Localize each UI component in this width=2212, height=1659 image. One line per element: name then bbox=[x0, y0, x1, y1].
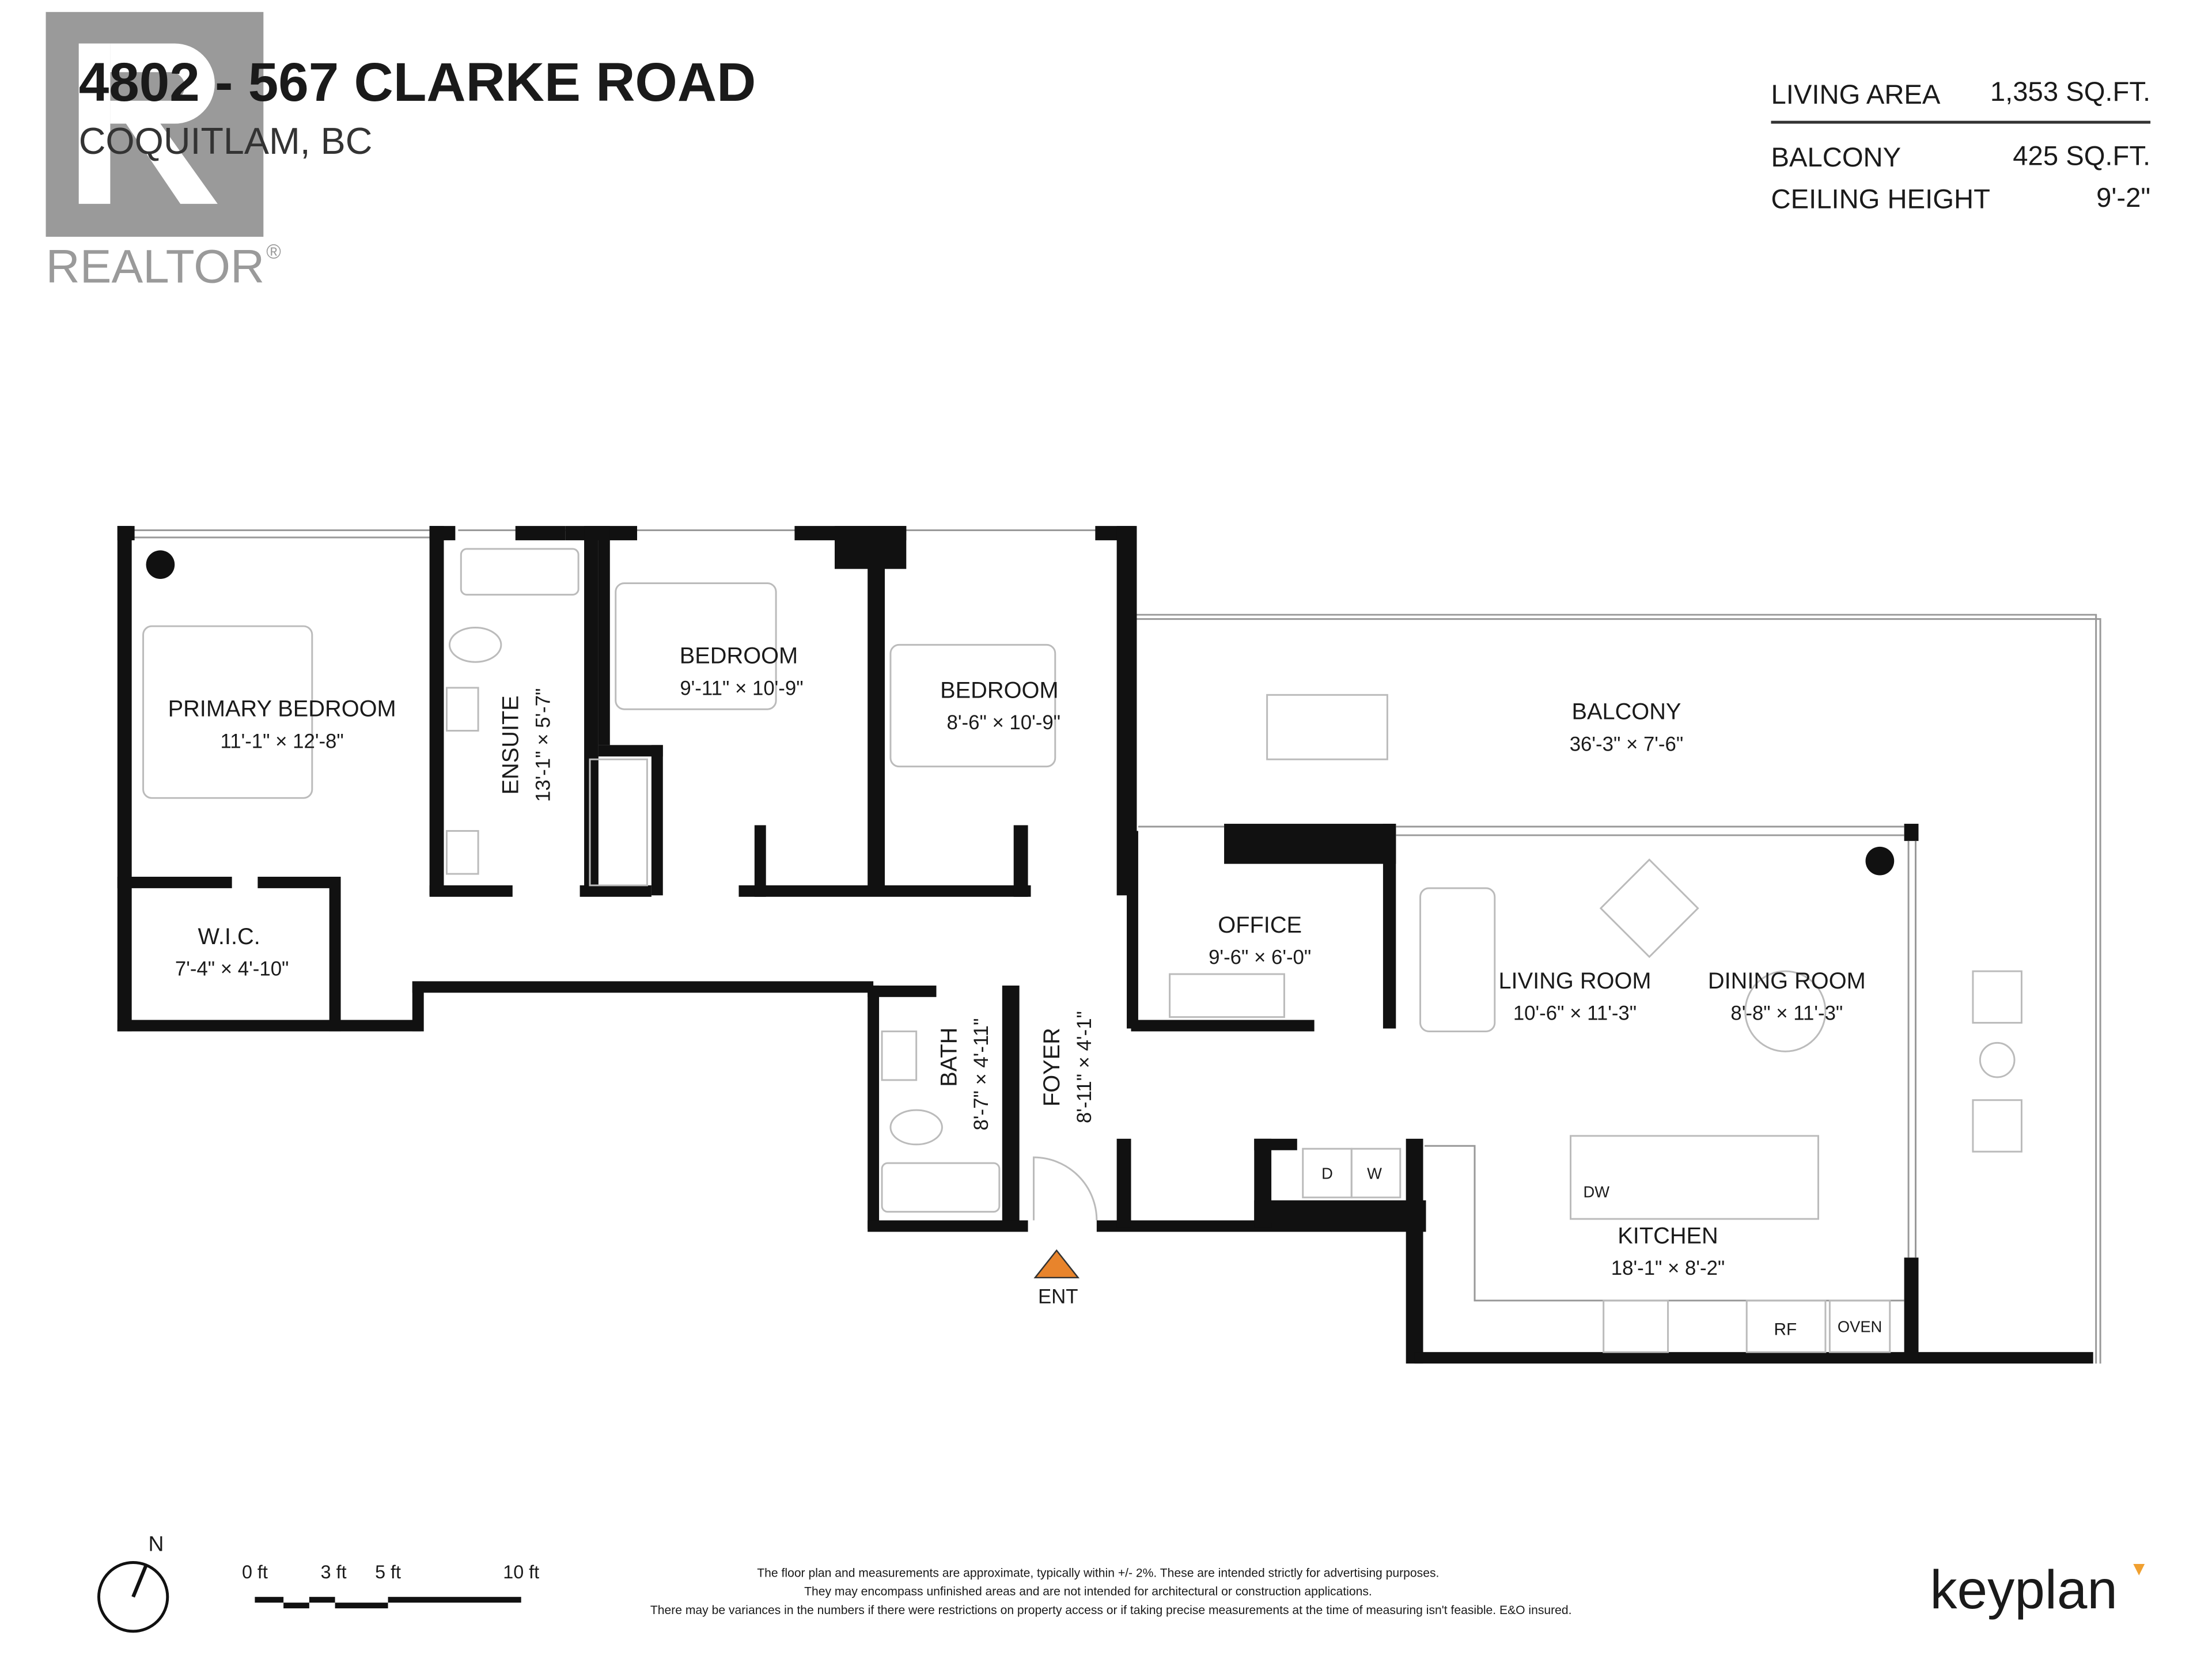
fixtures bbox=[142, 548, 2022, 1353]
realtor-wordmark: REALTOR bbox=[46, 241, 265, 293]
room-name-primary-bedroom: PRIMARY BEDROOM bbox=[168, 696, 396, 722]
room-name-living-room: LIVING ROOM bbox=[1498, 968, 1651, 994]
disclaimer-line-3: There may be variances in the numbers if… bbox=[650, 1604, 1572, 1617]
area-stats: LIVING AREA 1,353 SQ.FT. BALCONY 425 SQ.… bbox=[1771, 77, 2151, 214]
room-name-wic: W.I.C. bbox=[198, 924, 260, 949]
sink-icon bbox=[881, 1030, 918, 1081]
keyplan-logo: keyplan bbox=[1930, 1560, 2118, 1620]
ceiling-height-label: CEILING HEIGHT bbox=[1771, 184, 1990, 214]
side-table-icon bbox=[1979, 1041, 2016, 1078]
room-name-bedroom-2: BEDROOM bbox=[940, 677, 1058, 703]
room-name-bedroom-1: BEDROOM bbox=[680, 643, 798, 669]
dishwasher-label: DW bbox=[1583, 1183, 1609, 1201]
chair-icon bbox=[1972, 970, 2022, 1024]
living-area-label: LIVING AREA bbox=[1771, 79, 1940, 110]
north-compass: N bbox=[97, 1532, 169, 1633]
compass-needle-icon bbox=[131, 1565, 148, 1598]
room-labels: PRIMARY BEDROOM 11'-1" × 12'-8" W.I.C. 7… bbox=[168, 643, 1866, 1279]
entry-door-icon bbox=[1032, 1156, 1098, 1221]
washer-icon bbox=[1350, 1147, 1402, 1199]
living-area-value: 1,353 SQ.FT. bbox=[1990, 77, 2150, 107]
room-dims-kitchen: 18'-1" × 8'-2" bbox=[1611, 1257, 1725, 1279]
disclaimer-line-2: They may encompass unfinished areas and … bbox=[804, 1585, 1372, 1599]
room-name-office: OFFICE bbox=[1218, 912, 1302, 938]
realtor-logo: REALTOR ® bbox=[46, 12, 281, 293]
dining-table-icon bbox=[1744, 970, 1827, 1052]
table-icon bbox=[1266, 694, 1388, 760]
balcony-railing-inner bbox=[1135, 613, 2097, 1364]
scale-tick-10: 10 ft bbox=[503, 1562, 539, 1582]
desk-icon bbox=[1169, 973, 1285, 1018]
column-icon bbox=[146, 550, 175, 579]
registered-mark: ® bbox=[266, 241, 281, 263]
dryer-label: D bbox=[1321, 1164, 1333, 1182]
sink-icon bbox=[445, 687, 479, 732]
room-dims-living-room: 10'-6" × 11'-3" bbox=[1513, 1003, 1637, 1025]
balcony-railing bbox=[1135, 618, 2101, 1364]
sofa-icon bbox=[1419, 887, 1496, 1032]
scale-tick-3: 3 ft bbox=[321, 1562, 347, 1582]
balcony-value: 425 SQ.FT. bbox=[2013, 141, 2150, 172]
balcony-label: BALCONY bbox=[1771, 142, 1901, 173]
toilet-icon bbox=[448, 627, 502, 663]
room-dims-wic: 7'-4" × 4'-10" bbox=[175, 959, 289, 980]
scale-tick-0: 0 ft bbox=[242, 1562, 268, 1582]
keyplan-heart-icon bbox=[2133, 1564, 2145, 1575]
room-dims-primary-bedroom: 11'-1" × 12'-8" bbox=[220, 730, 343, 752]
fridge-icon bbox=[1745, 1300, 1827, 1353]
disclaimer-line-1: The floor plan and measurements are appr… bbox=[757, 1566, 1439, 1580]
room-name-kitchen: KITCHEN bbox=[1618, 1223, 1718, 1248]
room-name-dining-room: DINING ROOM bbox=[1708, 968, 1866, 994]
toilet-icon bbox=[889, 1109, 943, 1146]
scale-tick-5: 5 ft bbox=[375, 1562, 401, 1582]
room-dims-office: 9'-6" × 6'-0" bbox=[1209, 947, 1311, 969]
room-name-bath: BATH bbox=[936, 1028, 961, 1087]
bathtub-icon bbox=[881, 1162, 1001, 1213]
disclaimer: The floor plan and measurements are appr… bbox=[650, 1566, 1572, 1617]
kitchen-island bbox=[1570, 1135, 1819, 1220]
entry-label: ENT bbox=[1038, 1286, 1078, 1308]
room-dims-foyer: 8'-11" × 4'-1" bbox=[1074, 1011, 1096, 1123]
cooktop-icon bbox=[1603, 1300, 1669, 1353]
appliance-labels: D W DW RF OVEN bbox=[1321, 1164, 1882, 1339]
oven-icon bbox=[1828, 1300, 1891, 1353]
oven-label: OVEN bbox=[1838, 1317, 1882, 1335]
room-name-ensuite: ENSUITE bbox=[498, 695, 524, 794]
shower-icon bbox=[589, 758, 648, 887]
armchair-icon bbox=[1599, 858, 1699, 959]
room-dims-bedroom-1: 9'-11" × 10'-9" bbox=[680, 677, 803, 699]
scale-bar: 0 ft 3 ft 5 ft 10 ft bbox=[242, 1562, 539, 1609]
chair-icon bbox=[1972, 1099, 2022, 1153]
room-name-balcony: BALCONY bbox=[1571, 699, 1681, 725]
north-label: N bbox=[148, 1532, 164, 1556]
walls bbox=[117, 526, 2093, 1364]
bathtub-icon bbox=[460, 548, 579, 596]
room-name-foyer: FOYER bbox=[1039, 1028, 1065, 1107]
sink-icon bbox=[445, 830, 479, 875]
ceiling-height-value: 9'-2" bbox=[2096, 183, 2150, 213]
page-subtitle: COQUITLAM, BC bbox=[79, 120, 373, 162]
room-dims-dining-room: 8'-8" × 11'-3" bbox=[1730, 1003, 1843, 1025]
room-dims-bath: 8'-7" × 4'-11" bbox=[971, 1018, 993, 1131]
fridge-label: RF bbox=[1774, 1320, 1797, 1339]
bed-icon bbox=[142, 625, 313, 799]
column-icon bbox=[1865, 846, 1895, 876]
washer-label: W bbox=[1367, 1164, 1382, 1182]
room-dims-bedroom-2: 8'-6" × 10'-9" bbox=[947, 712, 1061, 734]
room-dims-balcony: 36'-3" × 7'-6" bbox=[1570, 733, 1684, 755]
bed-icon bbox=[615, 582, 777, 710]
bed-icon bbox=[889, 643, 1056, 768]
stats-divider bbox=[1771, 120, 2151, 124]
page-title: 4802 - 567 CLARKE ROAD bbox=[79, 52, 756, 113]
compass-circle bbox=[97, 1561, 169, 1633]
entry-marker-icon bbox=[1033, 1249, 1080, 1279]
room-dims-ensuite: 13'-1" × 5'-7" bbox=[532, 688, 554, 802]
